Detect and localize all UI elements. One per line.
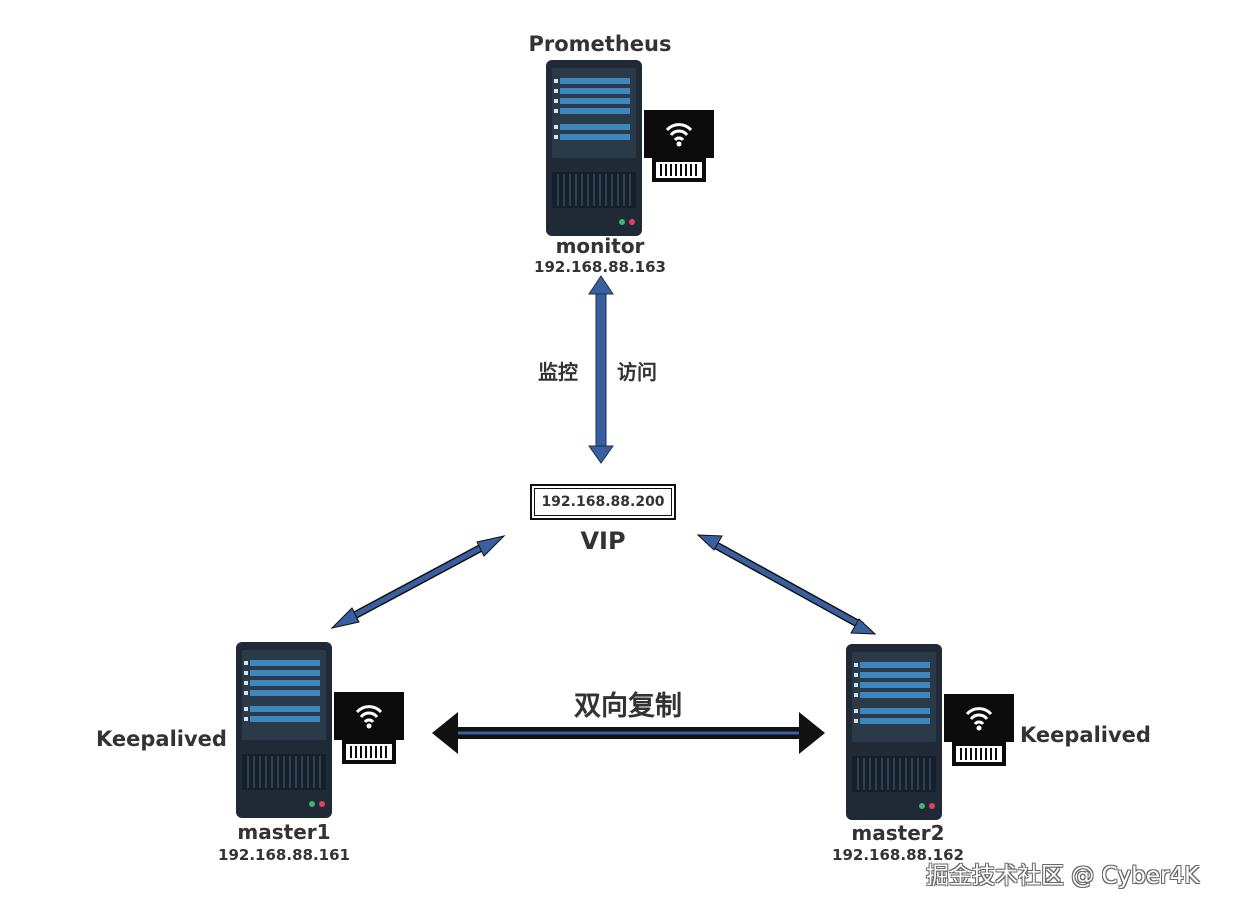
server-icon-monitor: [544, 58, 716, 238]
master1-name-label: master1: [237, 820, 331, 844]
replication-label: 双向复制: [574, 691, 682, 722]
monitor-name-label: monitor: [555, 234, 645, 258]
vip-master2-arrow: [696, 534, 877, 635]
master1-ip-label: 192.168.88.161: [218, 846, 350, 864]
monitor-link-label-right: 访问: [617, 360, 657, 384]
vip-address-box: 192.168.88.200: [530, 484, 676, 520]
master2-role-label: Keepalived: [1020, 723, 1151, 747]
master1-role-label: Keepalived: [96, 727, 227, 751]
master2-ip-label: 192.168.88.162: [832, 846, 964, 864]
server-icon-master1: [234, 640, 406, 820]
vip-master1-arrow: [330, 535, 506, 629]
server-icon-master2: [844, 642, 1016, 822]
master2-name-label: master2: [851, 821, 945, 845]
vip-label: VIP: [580, 527, 626, 555]
monitor-vip-arrow: [588, 275, 614, 464]
monitor-link-label-left: 监控: [538, 360, 578, 384]
monitor-role-label: Prometheus: [528, 32, 672, 56]
vip-ip-label: 192.168.88.200: [534, 488, 672, 516]
monitor-ip-label: 192.168.88.163: [534, 258, 666, 276]
replication-arrow: [432, 712, 825, 754]
watermark: 掘金技术社区 @ Cyber4K: [926, 863, 1200, 889]
